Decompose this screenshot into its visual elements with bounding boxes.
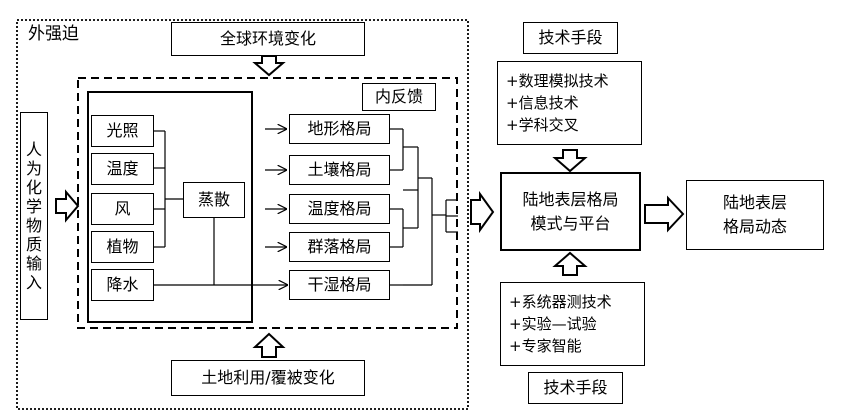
dynamics-box: 陆地表层 格局动态 <box>686 180 824 250</box>
tech-bottom-item: +系统器测技术 <box>509 293 612 311</box>
human-input-char: 人 <box>25 140 42 159</box>
tech-top-item: +学科交叉 <box>506 116 579 134</box>
factors-container <box>87 91 253 323</box>
platform-line: 陆地表层格局 <box>522 189 619 209</box>
pattern-moisture: 干湿格局 <box>289 270 390 300</box>
dynamics-line: 格局动态 <box>722 217 787 236</box>
factor-light: 光照 <box>91 115 154 147</box>
human-input-char: 化 <box>25 178 42 197</box>
land-use-change-box: 土地利用/覆被变化 <box>171 360 365 396</box>
human-input-char: 质 <box>25 235 42 254</box>
arrow-down-tech <box>552 149 588 173</box>
platform-box: 陆地表层格局 模式与平台 <box>500 172 641 251</box>
human-chemical-input-box: 人 为 化 学 物 质 输 入 <box>20 112 48 320</box>
arrow-up-landuse <box>252 332 286 358</box>
arrow-right-human <box>55 189 80 223</box>
external-frame <box>16 19 469 410</box>
arrow-down-global <box>252 55 286 77</box>
factor-temperature: 温度 <box>91 153 154 185</box>
internal-frame <box>77 77 458 329</box>
pattern-arrows <box>265 129 286 247</box>
pattern-topography: 地形格局 <box>289 114 390 144</box>
arrow-right-dynamics <box>644 195 685 233</box>
pattern-tree <box>390 128 458 286</box>
factor-vegetation: 植物 <box>91 231 154 263</box>
block-arrows <box>55 55 685 358</box>
pattern-soil: 土壤格局 <box>289 155 390 185</box>
internal-feedback-label: 内反馈 <box>362 83 436 111</box>
tech-means-top-title: 技术手段 <box>523 22 618 54</box>
tech-bottom-item: +实验—试验 <box>509 315 597 333</box>
human-input-char: 入 <box>25 273 42 292</box>
factor-connectors <box>154 130 287 285</box>
tech-means-top-list: +数理模拟技术 +信息技术 +学科交叉 <box>497 61 642 145</box>
evapotranspiration-box: 蒸散 <box>183 182 245 218</box>
tech-means-bottom-list: +系统器测技术 +实验—试验 +专家智能 <box>500 282 645 366</box>
pattern-temperature: 温度格局 <box>289 194 390 224</box>
human-input-char: 学 <box>25 197 42 216</box>
human-input-char: 输 <box>25 254 42 273</box>
arrow-right-platform <box>470 190 495 234</box>
pattern-community: 群落格局 <box>289 232 390 262</box>
tech-bottom-item: +专家智能 <box>509 337 582 355</box>
human-input-char: 物 <box>25 216 42 235</box>
tech-means-bottom-title: 技术手段 <box>528 372 623 404</box>
factor-precipitation: 降水 <box>91 269 154 301</box>
platform-line: 模式与平台 <box>530 213 611 233</box>
factor-wind: 风 <box>91 193 154 225</box>
arrow-up-tech <box>552 251 588 276</box>
tech-top-item: +数理模拟技术 <box>506 72 609 90</box>
external-forcing-label: 外强迫 <box>25 26 82 43</box>
tech-top-item: +信息技术 <box>506 94 579 112</box>
global-change-box: 全球环境变化 <box>171 22 365 56</box>
dynamics-line: 陆地表层 <box>722 193 787 212</box>
human-input-char: 为 <box>25 159 42 178</box>
